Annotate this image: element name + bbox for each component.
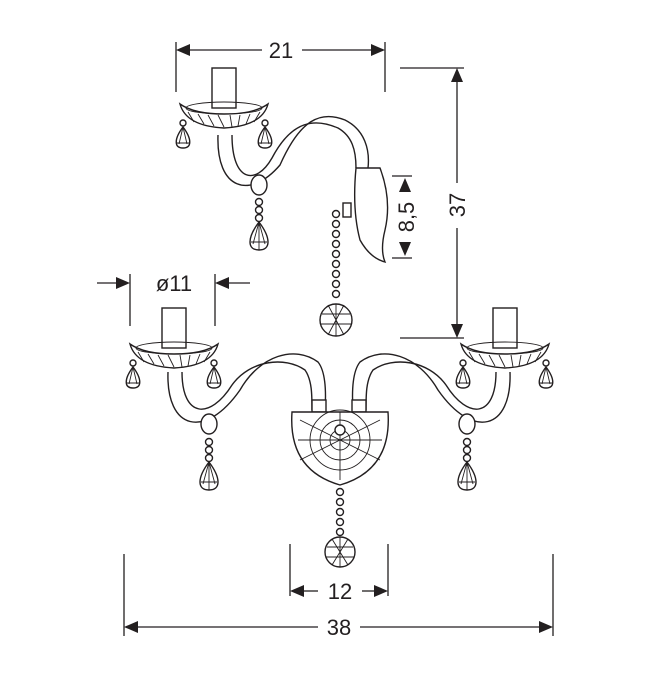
side-small-drop-right	[257, 119, 273, 149]
center-chain	[324, 487, 356, 568]
wall-mount	[353, 167, 389, 264]
right-cup	[460, 307, 550, 369]
right-small-drop-2	[538, 359, 554, 389]
left-small-drop-2	[206, 359, 222, 389]
left-socket	[311, 399, 327, 413]
left-arm-inner	[181, 361, 313, 411]
dimension-mount-height: 8,5	[392, 175, 419, 259]
mount-screw	[342, 202, 352, 218]
right-socket	[351, 399, 367, 413]
right-arm-inner	[365, 361, 497, 411]
top-width-label: 21	[269, 38, 293, 63]
right-pendant	[457, 437, 477, 491]
right-small-drop-1	[455, 359, 471, 389]
left-pendant	[199, 437, 219, 491]
side-pendant	[249, 197, 269, 251]
dimension-plate-width: 12	[289, 544, 389, 604]
left-small-drop-1	[125, 359, 141, 389]
dimension-top-width: 21	[175, 38, 386, 92]
dimension-total-height: 37	[400, 67, 470, 339]
total-height-label: 37	[445, 193, 470, 217]
cup-diameter-label: ø11	[156, 271, 192, 296]
side-view-lamp	[175, 67, 389, 337]
mount-height-label: 8,5	[394, 202, 419, 233]
side-chain	[319, 209, 353, 337]
right-ring	[458, 413, 476, 435]
total-width-label: 38	[327, 615, 351, 640]
plate-width-label: 12	[328, 579, 352, 604]
dimension-total-width: 38	[123, 554, 554, 640]
back-plate-ornament	[298, 409, 382, 480]
side-cup	[179, 67, 269, 129]
side-small-drop-left	[175, 119, 191, 149]
left-arm	[167, 353, 327, 423]
right-arm	[351, 353, 511, 423]
dimension-cup-diameter: ø11	[97, 271, 250, 326]
side-arm-inner	[231, 122, 357, 177]
side-arm	[217, 115, 370, 187]
left-ring	[200, 413, 218, 435]
left-cup	[129, 307, 219, 369]
front-view-lamp	[125, 307, 554, 568]
side-ring	[250, 174, 268, 196]
